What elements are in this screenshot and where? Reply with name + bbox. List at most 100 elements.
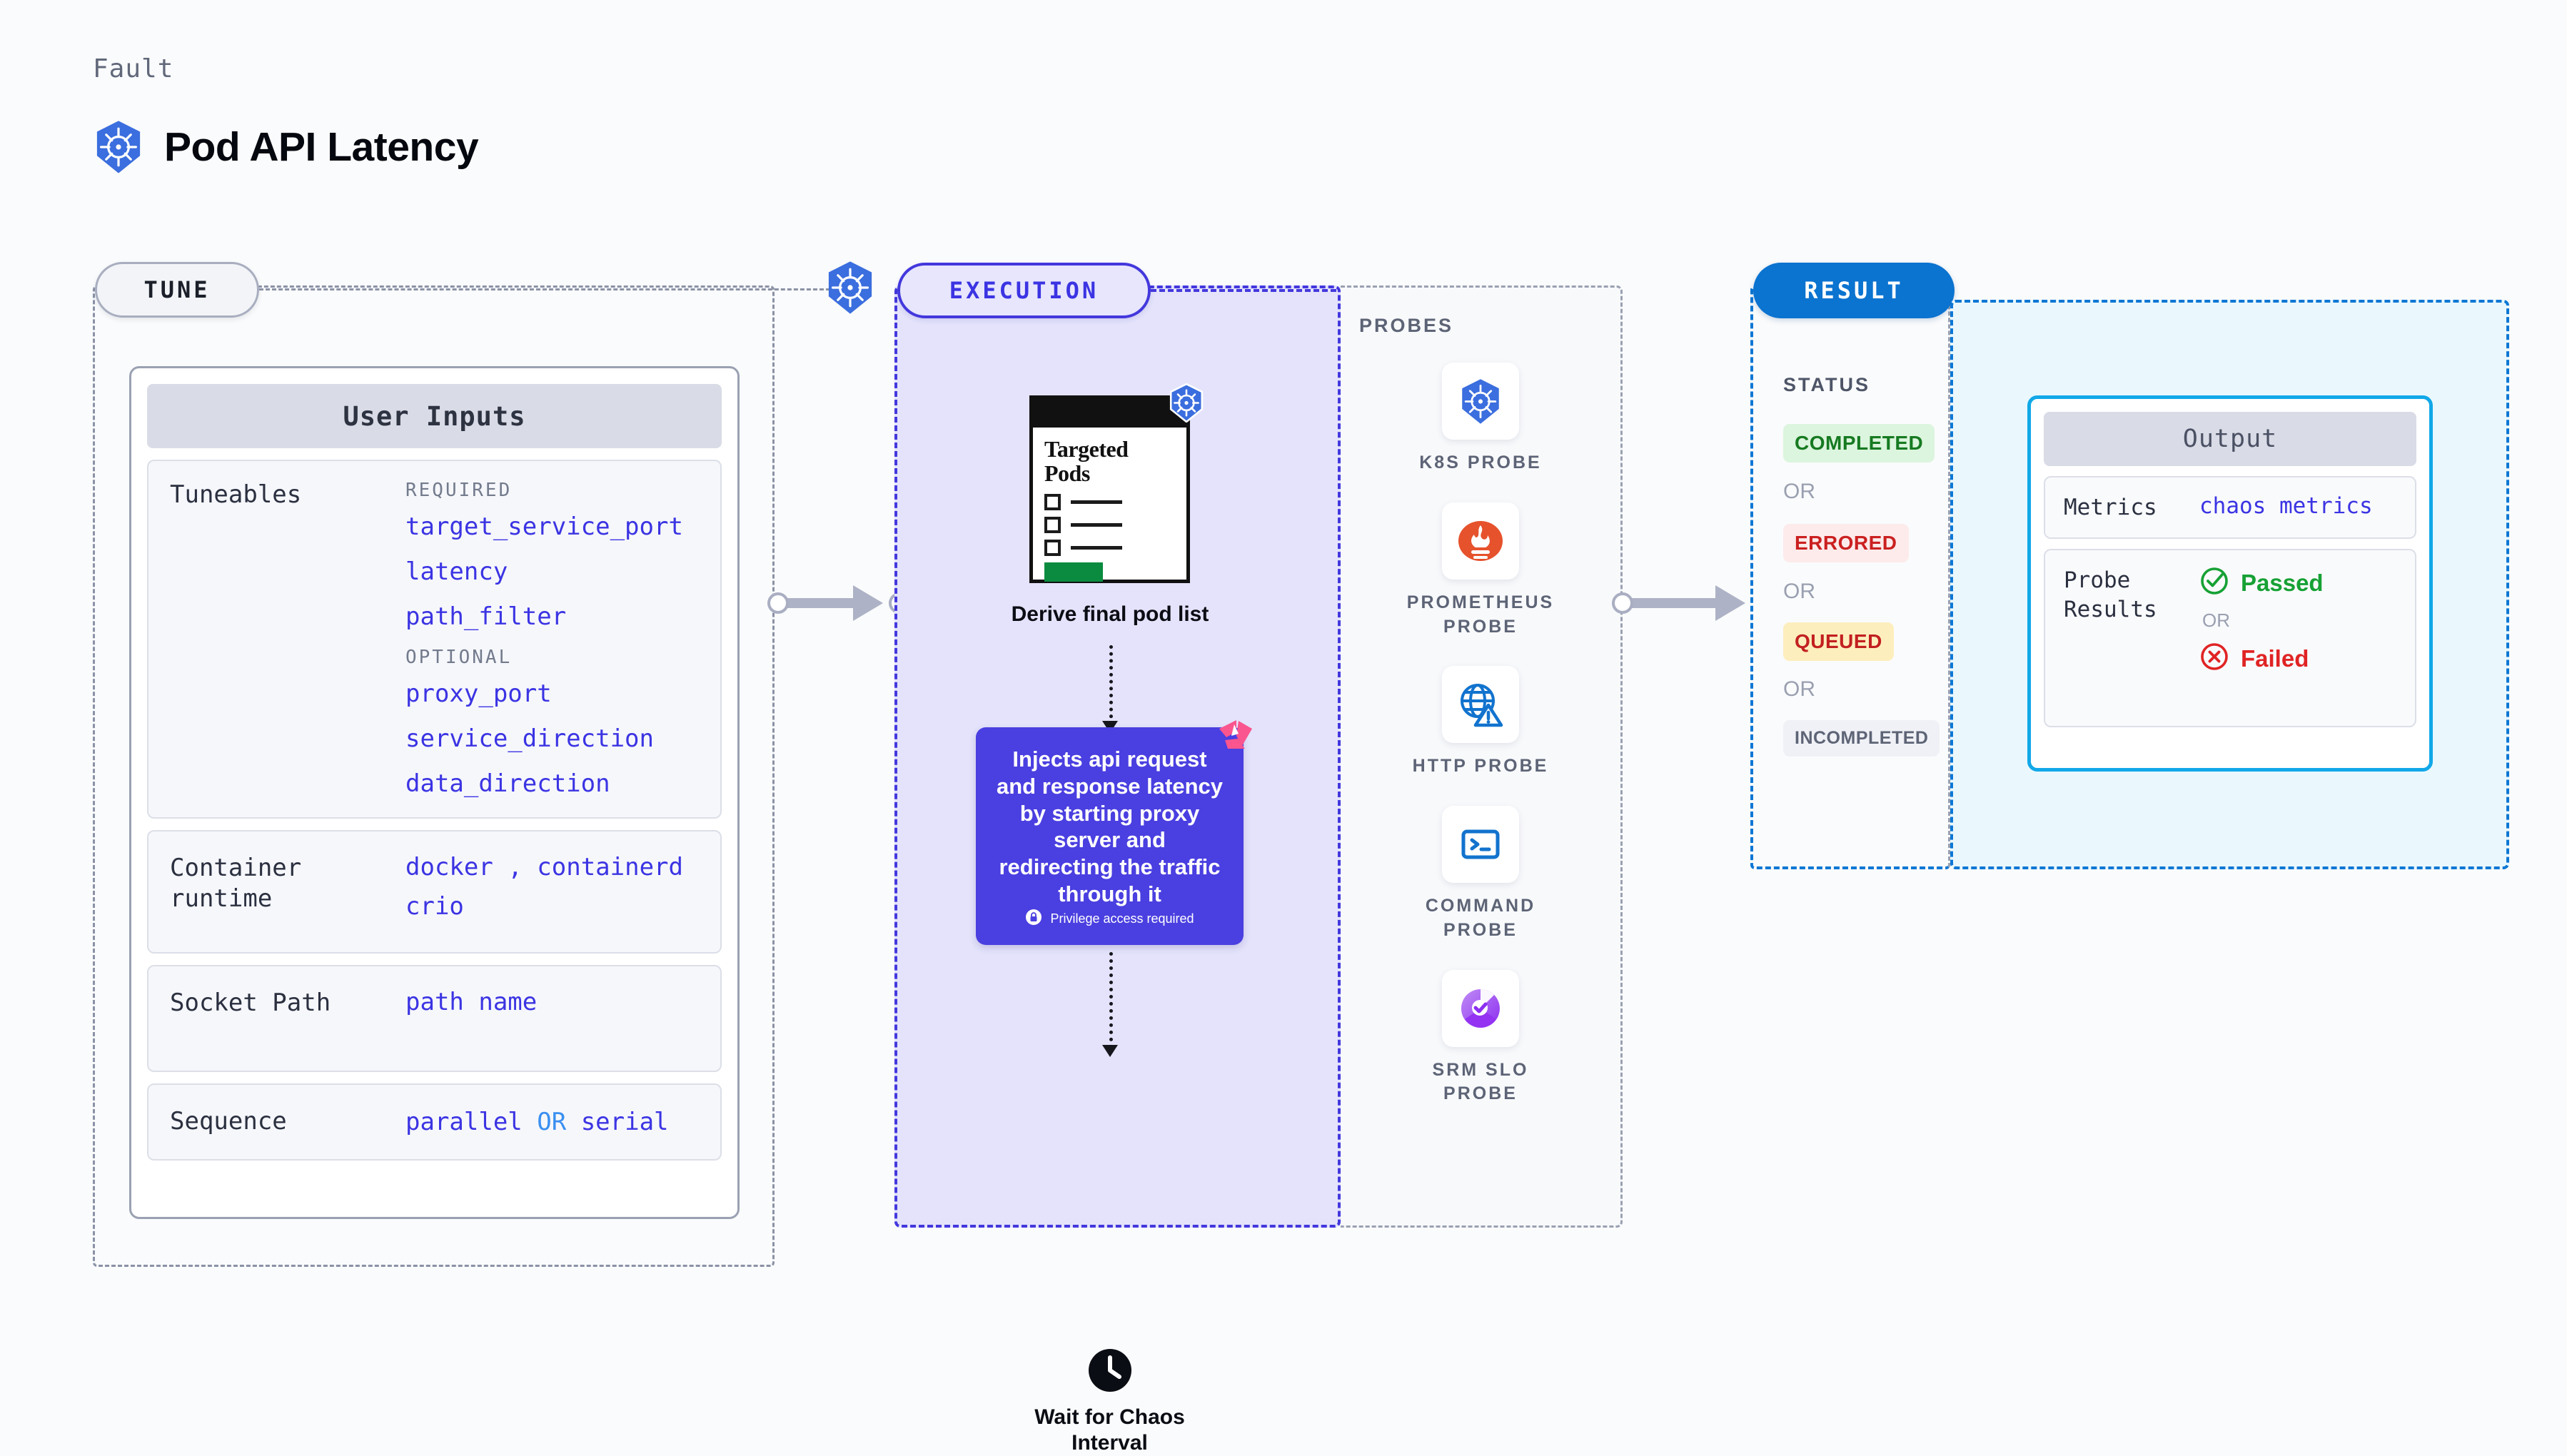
arrow-execution-to-result [1612,585,1772,621]
tuneable-path-filter[interactable]: path_filter [405,602,567,631]
execution-pill[interactable]: EXECUTION [897,263,1151,318]
probe-label: K8S PROBE [1419,453,1542,472]
runtime-crio[interactable]: crio [405,891,464,921]
metrics-row: Metrics chaos metrics [2044,476,2416,540]
probe-label: HTTP PROBE [1412,756,1549,777]
probe-item-k8s[interactable]: K8S PROBE [1341,363,1620,475]
pods-card-title: Targeted Pods [1044,436,1129,486]
privilege-note-text: Privilege access required [1050,911,1194,926]
probe-result-or: OR [2202,610,2230,632]
execution-panel: EXECUTION Targeted Pods [894,263,1341,1455]
checkbox-icon [1044,494,1061,511]
metrics-value[interactable]: chaos metrics [2199,493,2373,519]
status-badge-queued: QUEUED [1783,622,1894,661]
page-title-row: Pod API Latency [93,120,479,174]
tuneable-service-direction[interactable]: service_direction [405,724,654,754]
list-item [1044,517,1175,534]
required-heading: REQUIRED [405,480,513,501]
probe-item-http[interactable]: HTTP PROBE [1341,666,1620,779]
tune-panel: TUNE User Inputs Tuneables [93,261,872,1267]
probe-label: PROMETHEUS PROBE [1406,592,1555,637]
wait-for-chaos-node: Wait for Chaos Interval [1026,1348,1194,1456]
injection-description: Injects api request and response latency… [996,747,1223,907]
user-inputs-card: User Inputs Tuneables REQUIRED target_se… [129,366,740,1219]
injection-step-card: Injects api request and response latency… [976,720,1252,945]
wait-caption: Wait for Chaos Interval [1034,1405,1185,1455]
terminal-icon [1442,806,1519,883]
clock-icon [1088,1349,1132,1395]
prometheus-icon [1442,502,1519,580]
runtime-separator: , [508,852,523,881]
sequence-or: OR [537,1107,567,1136]
container-runtime-section: Container runtime docker , containerd cr… [147,829,722,954]
tuneables-label: Tuneables [170,480,302,509]
probe-results-values: Passed OR Failed [2199,566,2324,675]
optional-heading: OPTIONAL [405,647,513,669]
probe-item-prometheus[interactable]: PROMETHEUS PROBE [1341,502,1620,639]
socket-path-label: Socket Path [170,989,331,1018]
checkbox-icon [1044,517,1061,534]
diagram-canvas: Fault Pod API Latency [93,54,2509,1455]
probe-result-failed: Failed [2199,642,2324,675]
flow-connector-2 [1109,952,1113,1048]
probe-label: COMMAND PROBE [1425,896,1536,940]
srm-slo-icon [1442,969,1519,1047]
socket-path-value[interactable]: path name [405,988,538,1017]
sequence-values[interactable]: parallel OR serial [405,1108,699,1137]
sequence-label: Sequence [170,1107,287,1136]
x-circle-icon [2199,642,2229,675]
tuneable-data-direction[interactable]: data_direction [405,769,610,798]
probe-label: SRM SLO PROBE [1432,1059,1529,1104]
page-title: Pod API Latency [164,124,479,170]
probe-item-command[interactable]: COMMAND PROBE [1341,806,1620,943]
placeholder-line [1071,546,1122,550]
tune-dashed-connector [259,288,830,290]
list-item [1044,494,1175,511]
probe-results-label: Probe Results [2064,567,2157,622]
container-runtime-values-line1[interactable]: docker , containerd [405,853,699,882]
placeholder-line [1071,500,1122,505]
probes-panel: PROBES K8S PROBE [1341,285,1623,1228]
passed-label: Passed [2241,569,2324,596]
status-badge-completed: COMPLETED [1783,424,1935,462]
status-or-3: OR [1783,677,1815,701]
arrow-tune-to-execution [767,585,910,621]
runtime-docker: docker [405,852,493,881]
kubernetes-icon [93,120,144,174]
status-or-1: OR [1783,480,1815,503]
tuneable-proxy-port[interactable]: proxy_port [405,679,552,709]
runtime-containerd: containerd [537,852,683,881]
flow-arrowhead-2 [1102,1045,1118,1057]
probes-title: PROBES [1359,315,1454,336]
status-title: STATUS [1783,374,1870,395]
sequence-parallel: parallel [405,1107,523,1136]
green-bar [1044,562,1103,582]
tuneable-latency[interactable]: latency [405,557,508,586]
pods-checklist [1044,494,1175,557]
tuneable-target-service-port[interactable]: target_service_port [405,512,683,541]
tune-pill[interactable]: TUNE [95,262,259,318]
flow-connector-1 [1109,645,1113,725]
list-item [1044,540,1175,557]
derive-pod-list-caption: Derive final pod list [1011,602,1209,626]
lock-icon [1025,909,1042,929]
litmus-chaos-icon [1215,719,1254,757]
placeholder-line [1071,523,1122,527]
kubernetes-icon [1168,383,1205,426]
failed-label: Failed [2241,644,2309,672]
kubernetes-icon [824,261,876,318]
globe-warning-icon [1442,666,1519,744]
probe-result-passed: Passed [2199,566,2324,600]
execution-dashed-connector [1151,289,1336,292]
probe-item-srm-slo[interactable]: SRM SLO PROBE [1341,969,1620,1107]
result-pill[interactable]: RESULT [1753,263,1955,318]
check-circle-icon [2199,566,2229,600]
status-badge-incompleted: INCOMPLETED [1783,720,1940,757]
checkbox-icon [1044,540,1061,557]
targeted-pods-card: Targeted Pods [1029,383,1204,583]
probes-list: K8S PROBE PROMETHEUS PROBE [1341,363,1620,1133]
kubernetes-icon [1442,363,1519,440]
user-inputs-title: User Inputs [147,384,722,448]
metrics-label: Metrics [2064,495,2157,520]
privilege-note: Privilege access required [976,909,1244,929]
